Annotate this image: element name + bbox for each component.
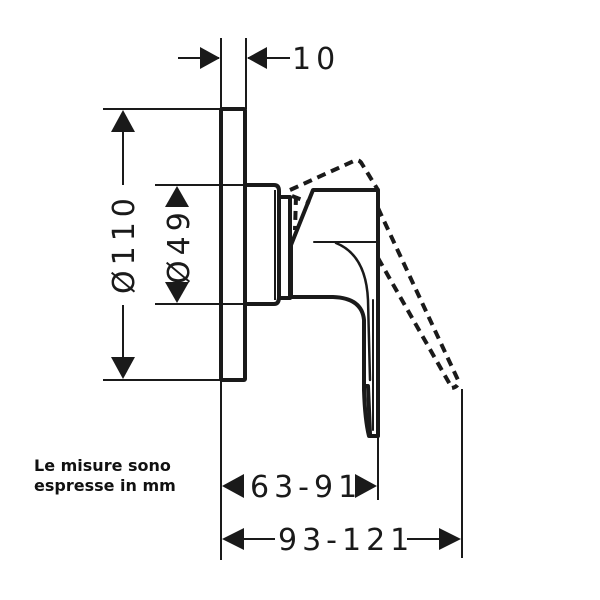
dimension-total-projection: 93-121 — [222, 523, 461, 558]
mixer-handle — [289, 188, 380, 438]
dim-label-63-91: 63-91 — [250, 470, 362, 505]
dimension-handle-projection: 63-91 — [222, 470, 377, 505]
dim-label-49: Ø49 — [162, 207, 197, 284]
dim-label-10: 10 — [292, 42, 340, 77]
valve-collar — [246, 183, 292, 306]
dimension-body-diameter: Ø49 — [155, 184, 245, 305]
units-note: Le misure sono espresse in mm — [34, 456, 176, 496]
dim-label-110: Ø110 — [107, 193, 142, 294]
dim-label-93-121: 93-121 — [278, 523, 414, 558]
extension-lines-top — [220, 38, 247, 560]
units-note-line-1: Le misure sono — [34, 456, 171, 475]
dimension-plate-diameter: Ø110 — [103, 108, 221, 381]
dimension-plate-thickness: 10 — [178, 42, 340, 77]
wall-plate — [219, 107, 247, 382]
units-note-line-2: espresse in mm — [34, 476, 176, 495]
mixer-handle-open-position — [289, 158, 461, 390]
extension-lines-right — [377, 389, 463, 558]
